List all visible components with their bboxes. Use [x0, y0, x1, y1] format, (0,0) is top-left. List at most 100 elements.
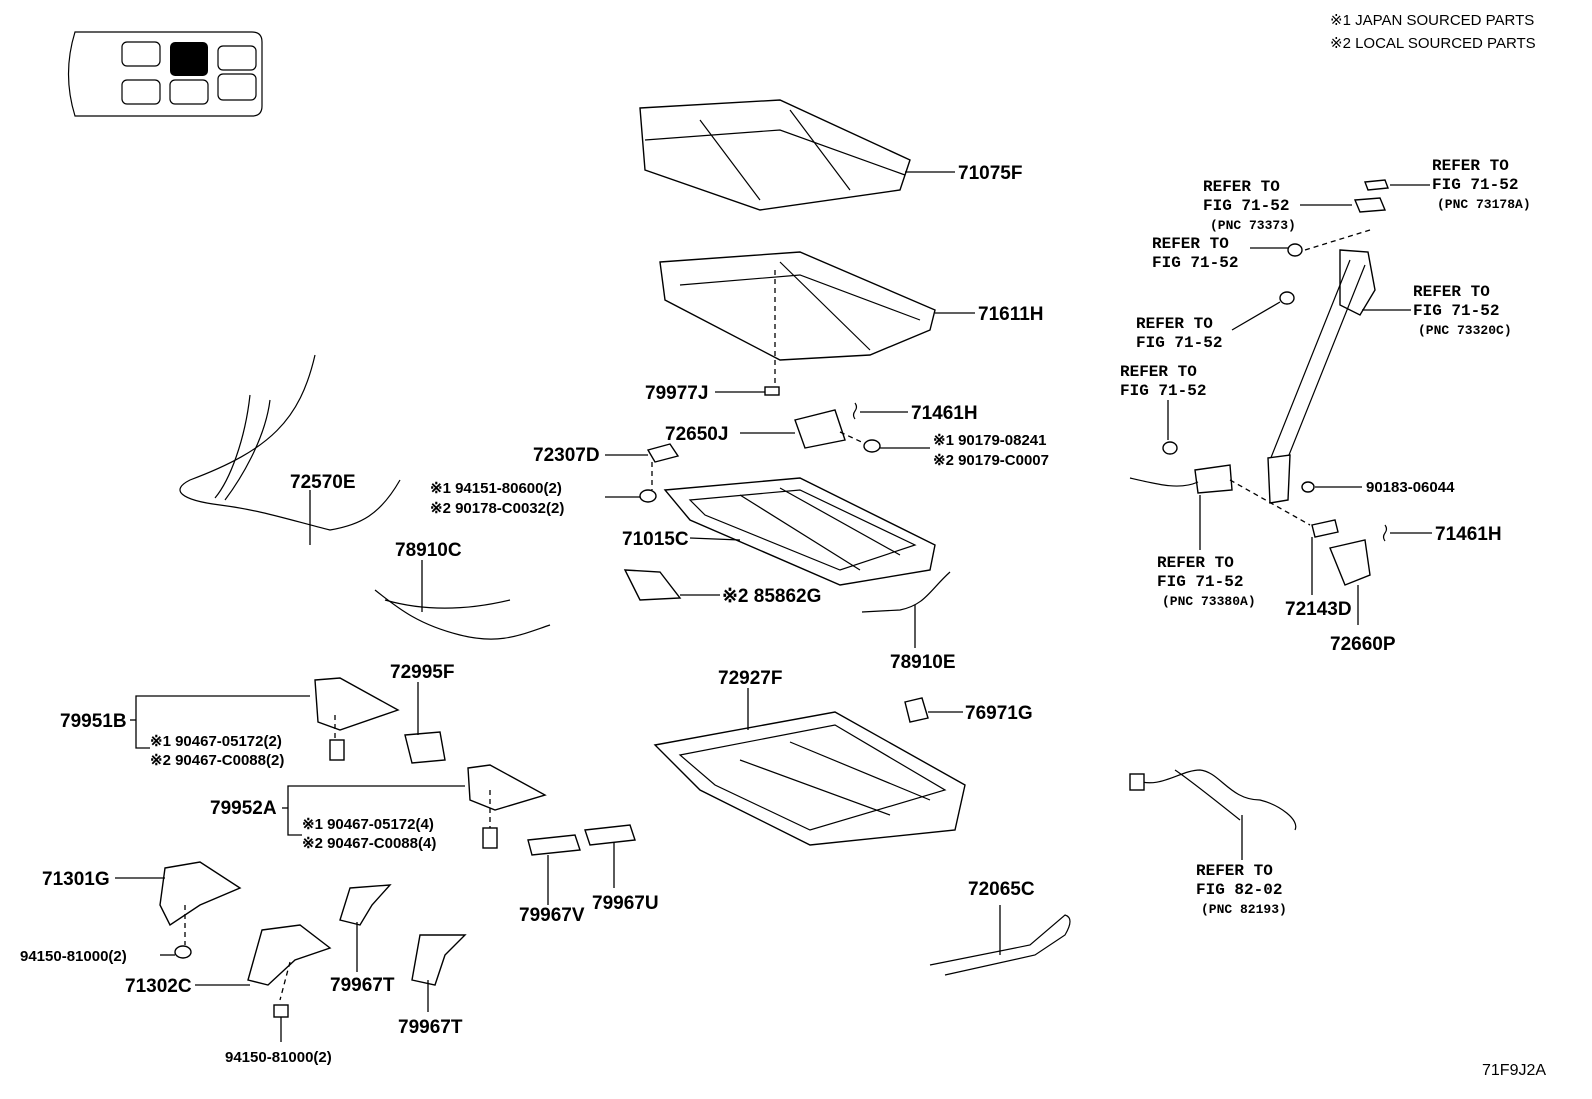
svg-text:FIG 71-52: FIG 71-52	[1157, 573, 1243, 591]
part-label: ※1 90467-05172(4)	[302, 816, 434, 833]
part-label: 94150-81000(2)	[225, 1049, 332, 1066]
clip-part	[482, 827, 498, 849]
refer-note: REFER TO FIG 71-52	[1136, 301, 1281, 352]
part-label: ※2 90178-C0032(2)	[430, 500, 564, 517]
refer-note: REFER TO FIG 71-52 (PNC 73178A)	[1364, 157, 1531, 212]
svg-text:REFER TO: REFER TO	[1413, 283, 1490, 301]
svg-text:FIG 71-52: FIG 71-52	[1432, 176, 1518, 194]
cable-part	[374, 589, 551, 640]
spring-part	[852, 402, 858, 420]
legend-note-1: ※1 JAPAN SOURCED PARTS	[1330, 12, 1534, 29]
part-label: 72065C	[968, 879, 1035, 900]
figure-id: 71F9J2A	[1482, 1062, 1546, 1079]
nut-part	[863, 439, 881, 453]
cover-part	[584, 824, 636, 846]
part-label: 72995F	[390, 662, 454, 683]
clip-part	[329, 739, 345, 761]
spring-part	[1382, 524, 1388, 542]
part-label: 72570E	[290, 472, 356, 493]
svg-text:(PNC 73178A): (PNC 73178A)	[1437, 197, 1531, 212]
svg-text:(PNC 73380A): (PNC 73380A)	[1162, 594, 1256, 609]
seat-belt-part	[1267, 249, 1376, 504]
part-label: 71301G	[42, 869, 110, 890]
part-label: 78910C	[395, 540, 462, 561]
part-label: 71302C	[125, 976, 192, 997]
svg-text:REFER TO: REFER TO	[1432, 157, 1509, 175]
seat-pan-part	[653, 711, 966, 846]
cap-part	[1279, 291, 1295, 305]
refer-note: REFER TO FIG 71-52 (PNC 73380A)	[1157, 495, 1256, 609]
svg-text:(PNC 73320C): (PNC 73320C)	[1418, 323, 1512, 338]
svg-text:REFER TO: REFER TO	[1120, 363, 1197, 381]
svg-text:(PNC 82193): (PNC 82193)	[1201, 902, 1287, 917]
recliner-part	[1329, 539, 1371, 586]
part-label: ※1 90179-08241	[933, 432, 1047, 449]
part-label: 78910E	[890, 652, 956, 673]
svg-text:FIG 82-02: FIG 82-02	[1196, 881, 1282, 899]
part-label: 72650J	[665, 424, 728, 445]
cover-part	[339, 884, 392, 926]
cap-part	[1287, 243, 1303, 257]
nut-part	[273, 1004, 289, 1018]
part-label: 72927F	[718, 668, 782, 689]
bracket-part	[1311, 519, 1339, 538]
svg-text:REFER TO: REFER TO	[1157, 554, 1234, 572]
svg-text:(PNC 73373): (PNC 73373)	[1210, 218, 1296, 233]
svg-text:FIG 71-52: FIG 71-52	[1120, 382, 1206, 400]
svg-text:FIG 71-52: FIG 71-52	[1413, 302, 1499, 320]
part-label: 79951B	[60, 711, 127, 732]
part-label: 79977J	[645, 383, 708, 404]
recliner-part	[794, 409, 846, 449]
part-label: ※2 85862G	[722, 586, 821, 607]
wire-harness-part	[1129, 769, 1297, 831]
part-label: ※2 90467-C0088(2)	[150, 752, 284, 769]
legend-note-2: ※2 LOCAL SOURCED PARTS	[1330, 35, 1536, 52]
svg-text:FIG 71-52: FIG 71-52	[1152, 254, 1238, 272]
nut-part	[639, 489, 657, 503]
svg-text:FIG 71-52: FIG 71-52	[1203, 197, 1289, 215]
hinge-cover-part	[314, 677, 400, 731]
cap-part	[1162, 441, 1178, 455]
hinge-part	[159, 861, 242, 927]
part-label: 79967T	[398, 1017, 463, 1038]
clip-part	[904, 697, 929, 723]
part-label: 79967V	[519, 905, 585, 926]
refer-note: REFER TO FIG 71-52	[1120, 363, 1206, 440]
pad-clip-part	[764, 386, 780, 396]
part-label: 94150-81000(2)	[20, 948, 127, 965]
part-label: ※2 90467-C0088(4)	[302, 835, 436, 852]
part-label: 76971G	[965, 703, 1033, 724]
cable-part	[861, 571, 951, 613]
rod-part	[929, 914, 1071, 976]
refer-note: REFER TO FIG 71-52 (PNC 73320C)	[1362, 283, 1512, 338]
part-label: 71611H	[978, 304, 1044, 325]
part-label: 72660P	[1330, 634, 1396, 655]
part-label: ※2 90179-C0007	[933, 452, 1049, 469]
seat-locator-icon	[67, 31, 263, 117]
cover-part	[623, 569, 682, 601]
nut-part	[174, 945, 192, 959]
cable-part	[179, 354, 401, 531]
svg-text:REFER TO: REFER TO	[1136, 315, 1213, 333]
cable-part	[384, 599, 511, 609]
part-label: 90183-06044	[1366, 479, 1455, 496]
cushion-pad-part	[659, 251, 936, 361]
part-label: 72143D	[1285, 599, 1352, 620]
washer-part	[1301, 481, 1315, 493]
refer-note: REFER TO FIG 82-02 (PNC 82193)	[1196, 862, 1287, 917]
cover-part	[527, 834, 581, 856]
part-label: 79967U	[592, 893, 659, 914]
part-label: 79967T	[330, 975, 395, 996]
cover-part	[411, 934, 467, 986]
svg-text:REFER TO: REFER TO	[1196, 862, 1273, 880]
hinge-cover-part	[467, 764, 547, 811]
refer-note: REFER TO FIG 71-52 (PNC 73373)	[1203, 178, 1387, 233]
refer-note: REFER TO FIG 71-52	[1152, 235, 1288, 272]
seat-frame-part	[663, 477, 936, 586]
cushion-cover-part	[639, 99, 911, 211]
part-label: ※1 90467-05172(2)	[150, 733, 282, 750]
part-label: 72307D	[533, 445, 600, 466]
wire-part	[1129, 477, 1199, 487]
svg-text:FIG 71-52: FIG 71-52	[1136, 334, 1222, 352]
